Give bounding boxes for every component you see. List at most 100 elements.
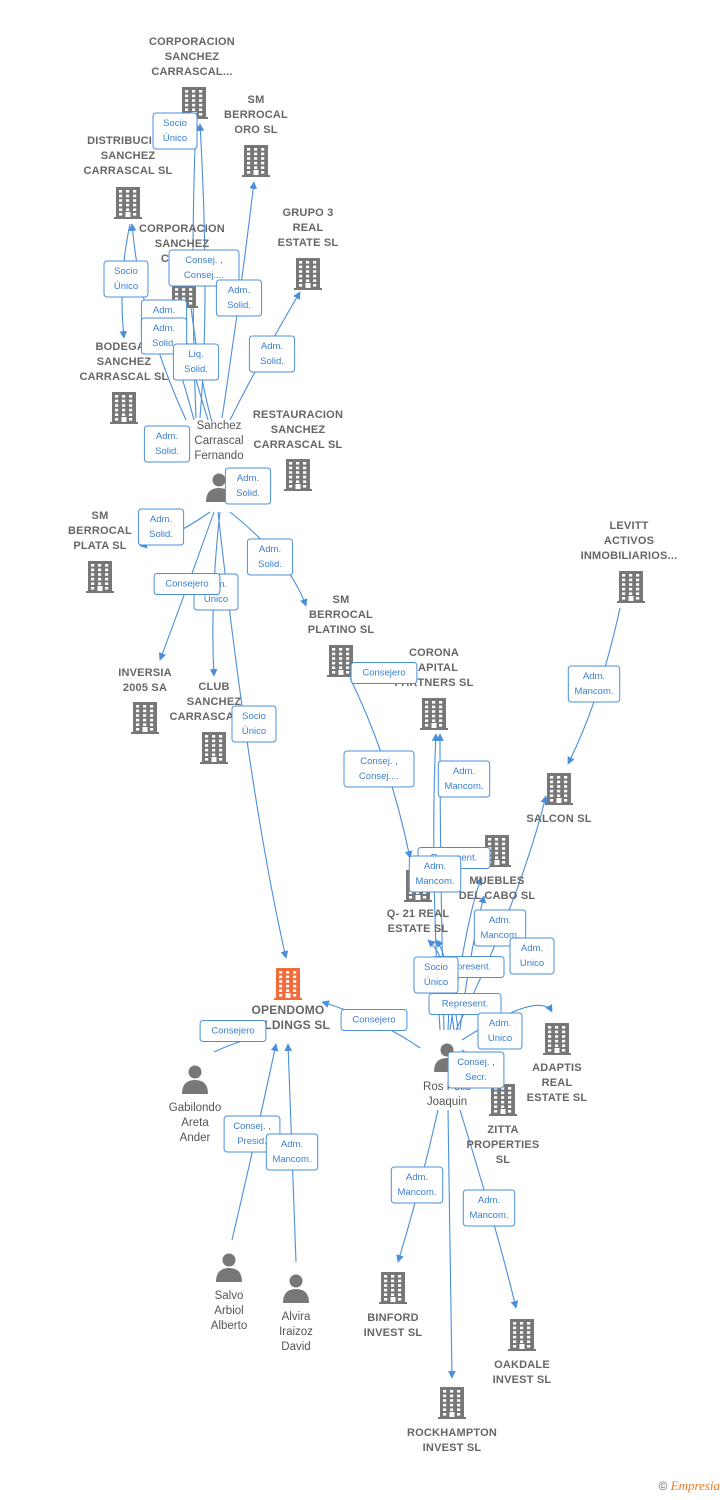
empresia-logo[interactable]: Empresia (670, 1478, 720, 1493)
company-node-salcon[interactable]: SALCON SL (526, 773, 592, 825)
edge-label-text: Unico (520, 958, 544, 969)
edge-label[interactable]: Consej. ,Consej.... (343, 750, 415, 788)
edge-label[interactable]: Adm.Mancom. (390, 1166, 444, 1204)
edge-label-text: Adm. (281, 1139, 303, 1150)
edge-label-text: Adm. (156, 431, 178, 442)
edge-label-text: Adm. (489, 1018, 511, 1029)
building-icon (131, 702, 159, 734)
company-node-corp1[interactable]: CORPORACIONSANCHEZCARRASCAL... (149, 36, 235, 119)
company-label: LEVITT (609, 520, 648, 532)
edge-label[interactable]: Adm.Mancom. (437, 760, 491, 798)
edge-label-text: Secr. (465, 1072, 487, 1083)
edge-label-text: Mancom. (415, 876, 454, 887)
edge-label[interactable]: Consejero (153, 573, 221, 595)
company-label: ZITTA (487, 1124, 518, 1136)
edge-label-text: Mancom. (480, 930, 519, 941)
edge-label[interactable]: Adm. Mancom. (473, 909, 527, 947)
edge-label-text: Consejero (352, 1015, 395, 1026)
edge-label[interactable]: Adm.Solid. (224, 467, 272, 505)
building-icon (294, 258, 322, 290)
edge-label[interactable]: Adm.Mancom. (567, 665, 621, 703)
person-label: Areta (181, 1117, 209, 1129)
company-node-levitt[interactable]: LEVITTACTIVOSINMOBILIARIOS... (581, 520, 678, 603)
nodes-layer: CORPORACIONSANCHEZCARRASCAL...SMBERROCAL… (68, 36, 677, 1454)
person-label: Iraizoz (279, 1326, 313, 1338)
company-label: REAL (293, 222, 324, 234)
company-label: Q- 21 REAL (387, 908, 450, 920)
company-label: INMOBILIARIOS... (581, 550, 678, 562)
edge-label[interactable]: Consej. ,Consej.... (168, 249, 240, 287)
edge-label[interactable]: Adm.Solid. (246, 538, 294, 576)
building-icon (489, 1084, 517, 1116)
edge-label-text: Solid. (152, 338, 176, 349)
edge-label-text: Consejero (362, 668, 405, 679)
edge-label-text: Adm. (489, 915, 511, 926)
building-icon (274, 968, 302, 1000)
edge-label-text: Único (424, 977, 448, 988)
building-icon (110, 392, 138, 424)
company-label: 2005 SA (123, 682, 167, 694)
edge-label-text: Adm. (583, 671, 605, 682)
edge-label[interactable]: Adm. Solid. (248, 335, 296, 373)
edge-label[interactable]: Consejero (199, 1020, 267, 1042)
edge-label-text: Solid. (260, 356, 284, 367)
company-label: CLUB (198, 681, 229, 693)
edge-label[interactable]: Adm.Solid. (143, 425, 191, 463)
edge-label[interactable]: Adm.Solid. (215, 279, 263, 317)
company-label: PROPERTIES (467, 1139, 540, 1151)
edge-label[interactable]: Adm.Mancom. (265, 1133, 319, 1171)
edge-label-text: Adm. (261, 341, 283, 352)
edge-label[interactable]: Adm.Solid. (137, 508, 185, 546)
company-label: BERROCAL (68, 525, 132, 537)
edge-label[interactable]: Adm.Unico (509, 937, 555, 975)
edge-label-text: Adm. (237, 473, 259, 484)
building-icon (200, 732, 228, 764)
edge-label[interactable]: Consejero (340, 1009, 408, 1031)
company-node-inversia[interactable]: INVERSIA 2005 SA (118, 667, 172, 734)
edge-label-text: Socio (114, 266, 138, 277)
edge-label[interactable]: Adm.Mancom. (462, 1189, 516, 1227)
edge-label[interactable]: Consej. ,Secr. (447, 1051, 505, 1089)
building-icon (545, 773, 573, 805)
company-label: ESTATE SL (527, 1092, 588, 1104)
edge-label[interactable]: Adm.Mancom. (408, 855, 462, 893)
company-label: ADAPTIS (532, 1062, 582, 1074)
edge-label-text: Solid. (184, 364, 208, 375)
company-label: INVEST SL (364, 1327, 423, 1339)
edge-label[interactable]: Adm.Unico (477, 1012, 523, 1050)
edge-label[interactable]: Liq.Solid. (172, 343, 220, 381)
edge-label[interactable]: Represent. (428, 993, 502, 1015)
person-label: Arbiol (214, 1305, 243, 1317)
edge-label-text: Solid. (258, 559, 282, 570)
edge-label[interactable]: Consejero (350, 662, 418, 684)
company-label: GRUPO 3 (283, 207, 334, 219)
company-label: CAPITAL (410, 662, 458, 674)
edge-label-text: Consej. , (185, 255, 223, 266)
building-icon (379, 1272, 407, 1304)
company-label: INVERSIA (118, 667, 172, 679)
person-label: Alvira (282, 1311, 311, 1323)
edge-label-text: Socio (163, 118, 187, 129)
